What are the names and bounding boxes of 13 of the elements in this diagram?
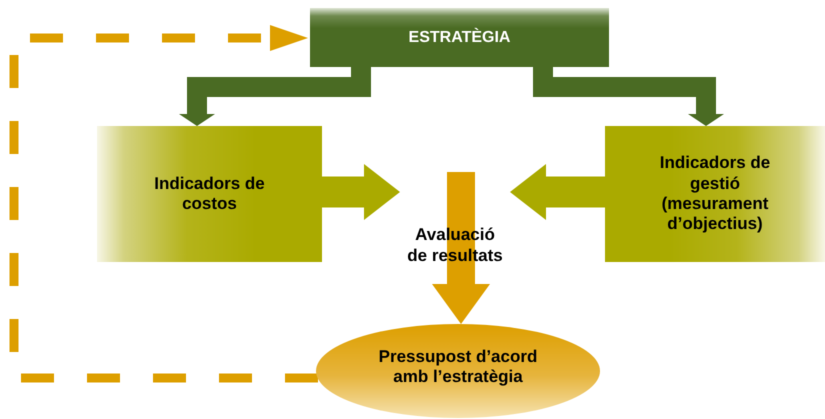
arrow bbox=[322, 164, 400, 220]
node-label: Indicadors de gestió (mesurament d’objectius) bbox=[658, 153, 772, 235]
arrow bbox=[533, 67, 724, 126]
arrow bbox=[432, 272, 490, 324]
title-label: ESTRATÈGIA bbox=[408, 28, 510, 48]
node-label: Pressupost d’acord amb l’estratègia bbox=[378, 346, 538, 388]
strategy-box bbox=[310, 8, 609, 67]
node-label: Indicadors de costos bbox=[153, 174, 266, 214]
indicator-box bbox=[605, 126, 825, 262]
arrow bbox=[510, 164, 605, 220]
arrow bbox=[179, 67, 371, 126]
budget-ellipse bbox=[316, 324, 600, 418]
indicator-box bbox=[97, 126, 322, 262]
